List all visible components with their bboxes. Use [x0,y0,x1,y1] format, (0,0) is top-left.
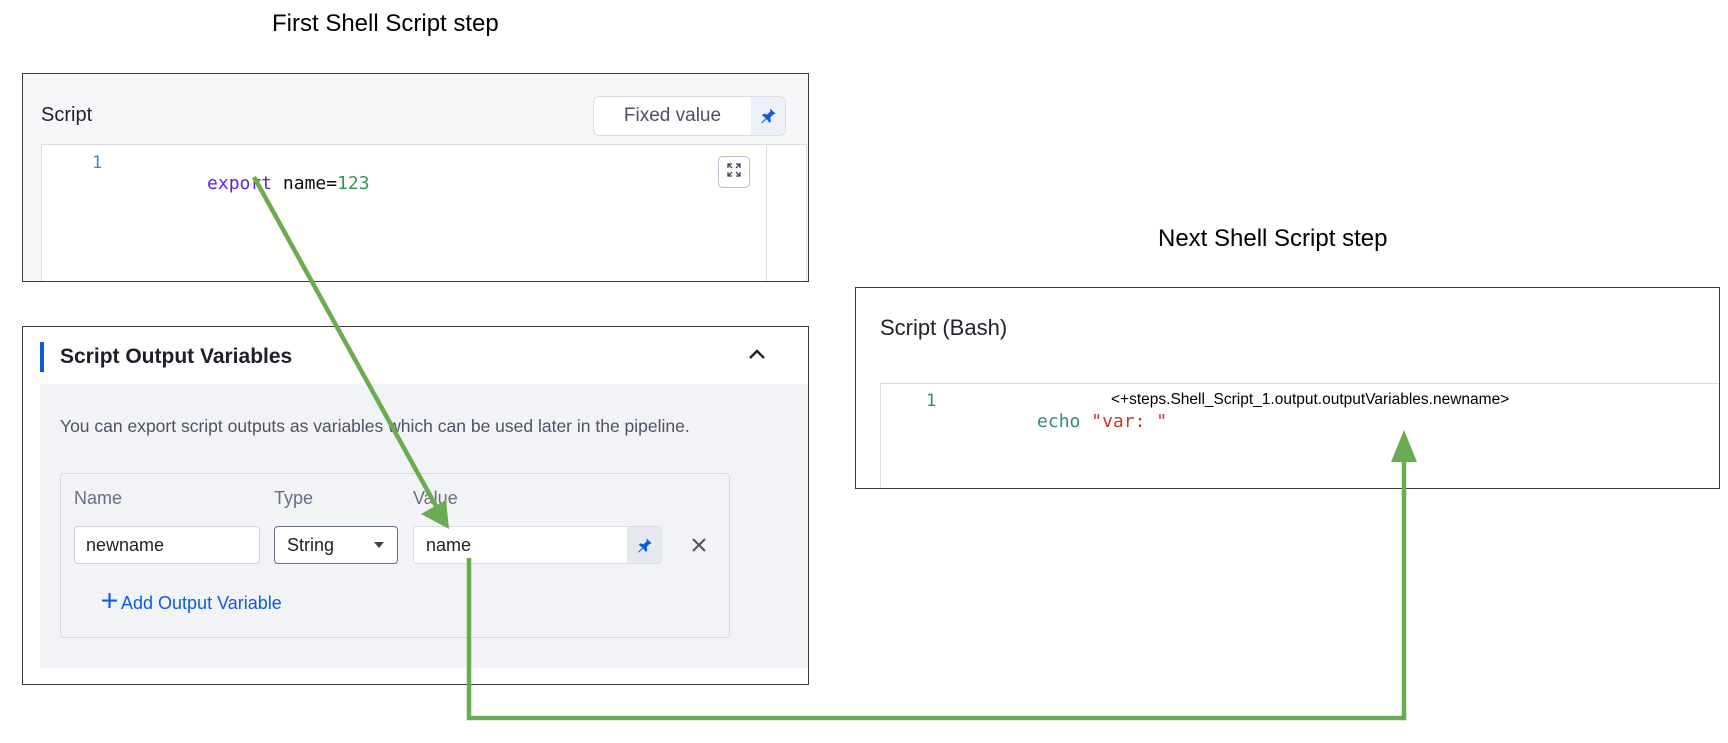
expand-editor-button[interactable] [718,156,750,188]
fixed-value-toggle[interactable]: Fixed value [593,96,786,136]
code-string: "var: " [1091,411,1168,432]
code-expression: <+steps.Shell_Script_1.output.outputVari… [1111,391,1510,408]
variable-value-input[interactable]: name [426,534,472,555]
add-output-variable-label: Add Output Variable [121,592,282,613]
variable-name-input[interactable]: newname [74,526,260,564]
column-header-name: Name [74,488,123,508]
output-variables-body: You can export script outputs as variabl… [40,384,808,668]
code-line: export name=123 [142,152,370,215]
variables-table: Name Type Value newname String name [60,473,730,638]
variable-type-select[interactable]: String [274,526,398,564]
first-step-caption: First Shell Script step [272,10,499,37]
column-header-type: Type [274,488,314,508]
add-output-variable-button[interactable]: Add Output Variable [101,592,282,614]
next-step-script-panel: Script (Bash) 1 echo "var: " <+steps.She… [855,287,1720,489]
output-variables-description: You can export script outputs as variabl… [60,416,690,436]
code-keyword: export [207,173,273,194]
output-variables-panel: Script Output Variables You can export s… [22,326,809,685]
pin-icon[interactable] [751,97,785,135]
script-editor[interactable]: 1 export name=123 [41,144,807,281]
section-accent-bar [40,342,44,372]
line-number: 1 [92,153,103,173]
fixed-value-label: Fixed value [623,105,722,126]
variable-value-field[interactable]: name [413,526,662,564]
editor-scrollbar[interactable] [766,145,787,281]
expand-icon [726,162,742,183]
code-value: 123 [337,173,370,194]
next-step-caption: Next Shell Script step [1158,225,1388,252]
code-line: echo "var: " [972,390,1167,453]
script-bash-label: Script (Bash) [880,315,1008,340]
first-step-script-panel: Script Fixed value 1 export name=123 [22,73,809,282]
column-header-value: Value [413,488,458,508]
plus-icon [101,592,118,614]
close-icon[interactable] [691,537,707,558]
chevron-up-icon[interactable] [747,347,767,366]
code-command: echo [1037,411,1081,432]
bash-script-editor[interactable]: 1 echo "var: " <+steps.Shell_Script_1.ou… [880,383,1719,488]
section-title: Script Output Variables [60,345,293,368]
code-assignment: name= [272,173,338,194]
line-number: 1 [926,391,937,411]
variable-type-value: String [287,534,335,555]
pin-icon[interactable] [627,527,661,563]
script-label: Script [41,104,93,126]
caret-down-icon [374,542,384,548]
